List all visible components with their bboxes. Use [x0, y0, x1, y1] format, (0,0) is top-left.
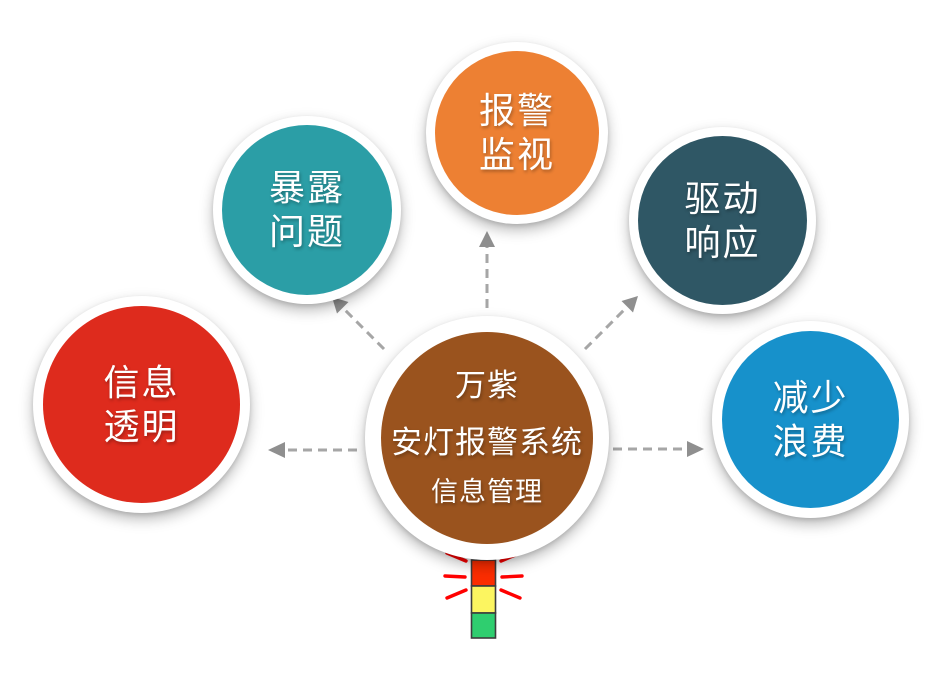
arrow-right	[613, 441, 704, 457]
arrow-up	[479, 231, 495, 308]
andon-yellow-lamp	[470, 585, 497, 614]
node-expose-problems: 暴露 问题	[213, 116, 401, 304]
arrow-up-right	[583, 296, 638, 351]
ray-left-mid-icon	[443, 574, 467, 579]
node-label: 减少 浪费	[772, 376, 849, 462]
center-title-line3: 信息管理	[431, 477, 543, 508]
ray-right-mid-icon	[500, 574, 524, 579]
arrowhead-up-right-icon	[621, 296, 638, 313]
node-label: 报警 监视	[478, 90, 555, 175]
node-label: 驱动 响应	[684, 177, 761, 263]
andon-light-icon	[443, 551, 524, 639]
arrowhead-up-icon	[479, 231, 495, 247]
node-reduce-waste: 减少 浪费	[712, 321, 909, 518]
node-info-transparency: 信息 透明	[33, 296, 250, 513]
center-circle: 万紫 安灯报警系统 信息管理	[365, 316, 609, 560]
node-drive-response: 驱动 响应	[629, 127, 816, 314]
ray-left-lower-icon	[445, 588, 468, 600]
node-alarm-monitoring: 报警 监视	[426, 42, 608, 224]
center-title-line1: 万紫	[455, 367, 519, 403]
node-label: 暴露 问题	[268, 167, 345, 252]
center-title-line2: 安灯报警系统	[391, 425, 583, 461]
andon-green-lamp	[470, 612, 497, 639]
arrow-left	[268, 442, 357, 458]
andon-red-lamp	[470, 559, 497, 587]
arrowhead-right-icon	[687, 441, 704, 457]
ray-right-lower-icon	[499, 588, 522, 600]
node-label: 信息 透明	[103, 361, 180, 447]
arrow-up-left	[332, 297, 386, 351]
arrowhead-left-icon	[268, 442, 285, 458]
